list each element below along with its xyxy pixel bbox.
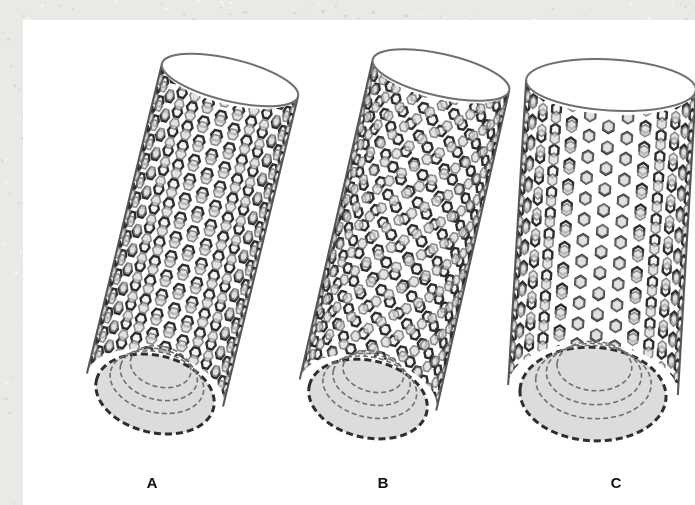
tube-label-a: A [132,475,172,492]
tube-label-b: B [363,475,403,492]
figure-panel: A B C [23,20,695,505]
nanotube-b [292,29,515,450]
tube-label-c: C [596,475,636,492]
nanotube-a [78,32,304,446]
nanotube-c [505,37,695,446]
nanotube-illustration [23,20,695,505]
